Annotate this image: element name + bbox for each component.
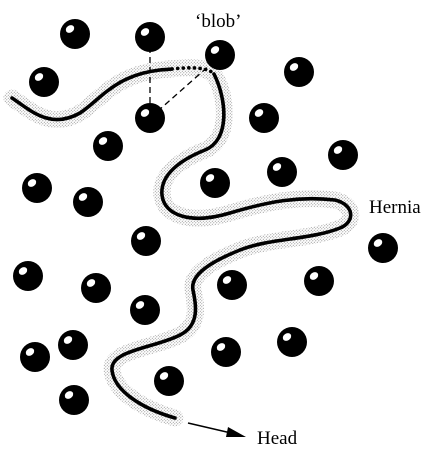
sphere-icon (249, 103, 279, 133)
sphere-icon (58, 330, 88, 360)
sphere-icon (211, 337, 241, 367)
sphere-icon (135, 103, 165, 133)
head-arrow (188, 423, 246, 437)
sphere-icon (368, 233, 398, 263)
sphere-icon (200, 168, 230, 198)
sphere-icon (304, 266, 334, 296)
sphere-icon (93, 131, 123, 161)
blob-label: ‘blob’ (195, 11, 241, 32)
sphere-icon (20, 342, 50, 372)
sphere-icon (328, 140, 358, 170)
sphere-icon (81, 273, 111, 303)
sphere-icon (73, 187, 103, 217)
sphere-icon (130, 295, 160, 325)
hernia-label: Hernia (369, 197, 421, 218)
sphere-icon (154, 366, 184, 396)
sphere-icon (277, 327, 307, 357)
sphere-icon (13, 261, 43, 291)
head-label: Head (257, 428, 298, 449)
sphere-icon (135, 22, 165, 52)
sphere-icon (205, 40, 235, 70)
sphere-icon (29, 67, 59, 97)
sphere-icon (284, 57, 314, 87)
sphere-icon (59, 385, 89, 415)
arrow-right-icon (226, 427, 246, 437)
sphere-icon (131, 226, 161, 256)
sphere-icon (267, 157, 297, 187)
sphere-icon (22, 173, 52, 203)
sphere-icon (60, 19, 90, 49)
sphere-icon (217, 270, 247, 300)
